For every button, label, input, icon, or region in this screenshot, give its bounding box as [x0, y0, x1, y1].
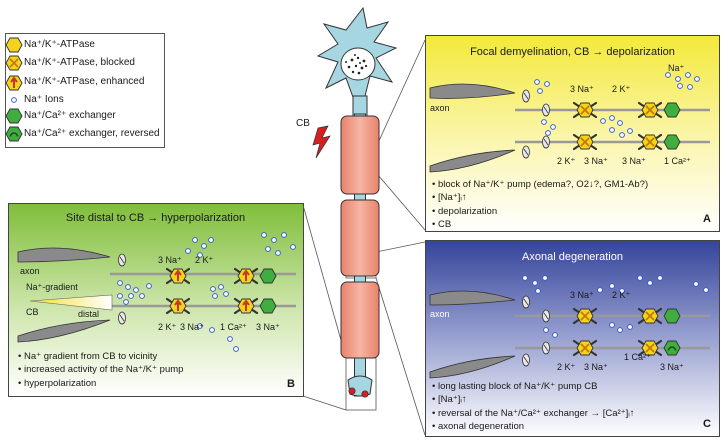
panel-c-bullet-1: • long lasting block of Na⁺/K⁺ pump CB [432, 381, 598, 392]
panel-a-bottom-na-label: 3 Na⁺ [584, 156, 608, 166]
panel-a-top-right-na-label: Na⁺ [668, 63, 685, 73]
panel-b-bottom-ca-label: 1 Ca²⁺ [220, 322, 247, 332]
panel-a-axon-label: axon [430, 103, 450, 113]
panel-b-bullet-list: • Na⁺ gradient from CB to vicinity • inc… [18, 350, 183, 390]
legend-pump-enhanced-icon [5, 75, 23, 91]
legend-label-pump-enhanced: Na⁺/K⁺-ATPase, enhanced [24, 76, 145, 87]
conduction-block-lightning-icon [312, 125, 331, 159]
panel-c-top-k-label: 2 K⁺ [612, 290, 631, 300]
panel-b-gradient-label: Na⁺-gradient [26, 282, 78, 292]
panel-b-bullet-2: • increased activity of the Na⁺/K⁺ pump [18, 364, 184, 376]
panel-c-bullet-3: • reversal of the Na⁺/Ca²⁺ exchanger → [… [432, 407, 635, 419]
legend-pump-icon [5, 37, 23, 53]
panel-b-bottom-k-label: 2 K⁺ [158, 322, 177, 332]
panel-a-bullet-3: • depolarization [432, 205, 498, 217]
panel-c-letter: C [703, 418, 711, 430]
panel-a-letter: A [703, 213, 711, 225]
panel-b-top-na-label: 3 Na⁺ [158, 255, 182, 265]
panel-a-bottom-na2-label: 3 Na⁺ [622, 156, 646, 166]
panel-a-bullet-list: • block of Na⁺/K⁺ pump (edema?, O2↓?, GM… [432, 178, 648, 232]
panel-c-bottom-na-label: 3 Na⁺ [584, 362, 608, 372]
panel-a-axon-diagram [429, 72, 710, 173]
legend-label-exchanger-reversed: Na⁺/Ca²⁺ exchanger, reversed [24, 128, 160, 139]
legend-ion-icon [11, 97, 17, 103]
neuron [316, 6, 398, 398]
panel-b-axon-label: axon [20, 266, 40, 276]
panel-c-axon-diagram [429, 275, 710, 379]
panel-c-bottom-ca-label: 1 Ca²⁺ [624, 352, 651, 362]
panel-b-axon-diagram [17, 232, 296, 352]
panel-b-distal-label: distal [78, 309, 100, 319]
panel-c-top-na-label: 3 Na⁺ [570, 290, 594, 300]
panel-c-bullet-4: • axonal degeneration [432, 421, 525, 433]
panel-b-bullet-3: • hyperpolarization [18, 377, 97, 389]
panel-a-bullet-1: • block of Na⁺/K⁺ pump (edema?, O2↓?, GM… [432, 179, 649, 190]
panel-a-bullet-4: • CB [432, 219, 452, 231]
panel-b-bullet-1: • Na⁺ gradient from CB to vicinity [18, 351, 158, 362]
legend-exchanger-reversed-icon [5, 126, 23, 142]
legend-label-pump: Na⁺/K⁺-ATPase [24, 39, 95, 50]
panel-b-bottom-na2-label: 3 Na⁺ [256, 322, 280, 332]
legend-exchanger-icon [5, 108, 23, 124]
panel-b-top-k-label: 2 K⁺ [195, 255, 214, 265]
panel-c-title: Axonal degeneration [522, 251, 623, 263]
panel-c-background [425, 240, 720, 437]
panel-a-bullet-2: • [Na⁺]ᵢ↑ [432, 192, 467, 204]
legend-label-ions: Na⁺ Ions [24, 94, 64, 105]
panel-c-bullet-2: • [Na⁺]ᵢ↑ [432, 394, 467, 406]
panel-b-title: Site distal to CB → hyperpolarization [65, 212, 246, 224]
panel-c-bottom-na2-label: 3 Na⁺ [660, 362, 684, 372]
legend-label-exchanger: Na⁺/Ca²⁺ exchanger [24, 110, 116, 121]
panel-a-title: Focal demyelination, CB → depolarization [470, 46, 675, 58]
panel-a-top-na-label: 3 Na⁺ [570, 84, 594, 94]
panel-a-background [425, 35, 720, 232]
legend-box [5, 33, 165, 148]
panel-a-bottom-k-label: 2 K⁺ [557, 156, 576, 166]
panel-c-bullet-list: • long lasting block of Na⁺/K⁺ pump CB •… [432, 380, 635, 434]
legend-pump-blocked-icon [5, 55, 23, 71]
panel-c-axon-label: axon [430, 309, 450, 319]
panel-a-top-k-label: 2 K⁺ [612, 84, 631, 94]
panel-b-letter: B [287, 378, 295, 390]
panel-a-bottom-ca-label: 1 Ca²⁺ [664, 156, 691, 166]
panel-b-cb-label: CB [26, 307, 39, 317]
cb-label: CB [296, 118, 310, 129]
legend-label-pump-blocked: Na⁺/K⁺-ATPase, blocked [24, 57, 135, 68]
panel-b-bottom-na-label: 3 Na⁺ [180, 322, 204, 332]
panel-c-bottom-k-label: 2 K⁺ [557, 362, 576, 372]
